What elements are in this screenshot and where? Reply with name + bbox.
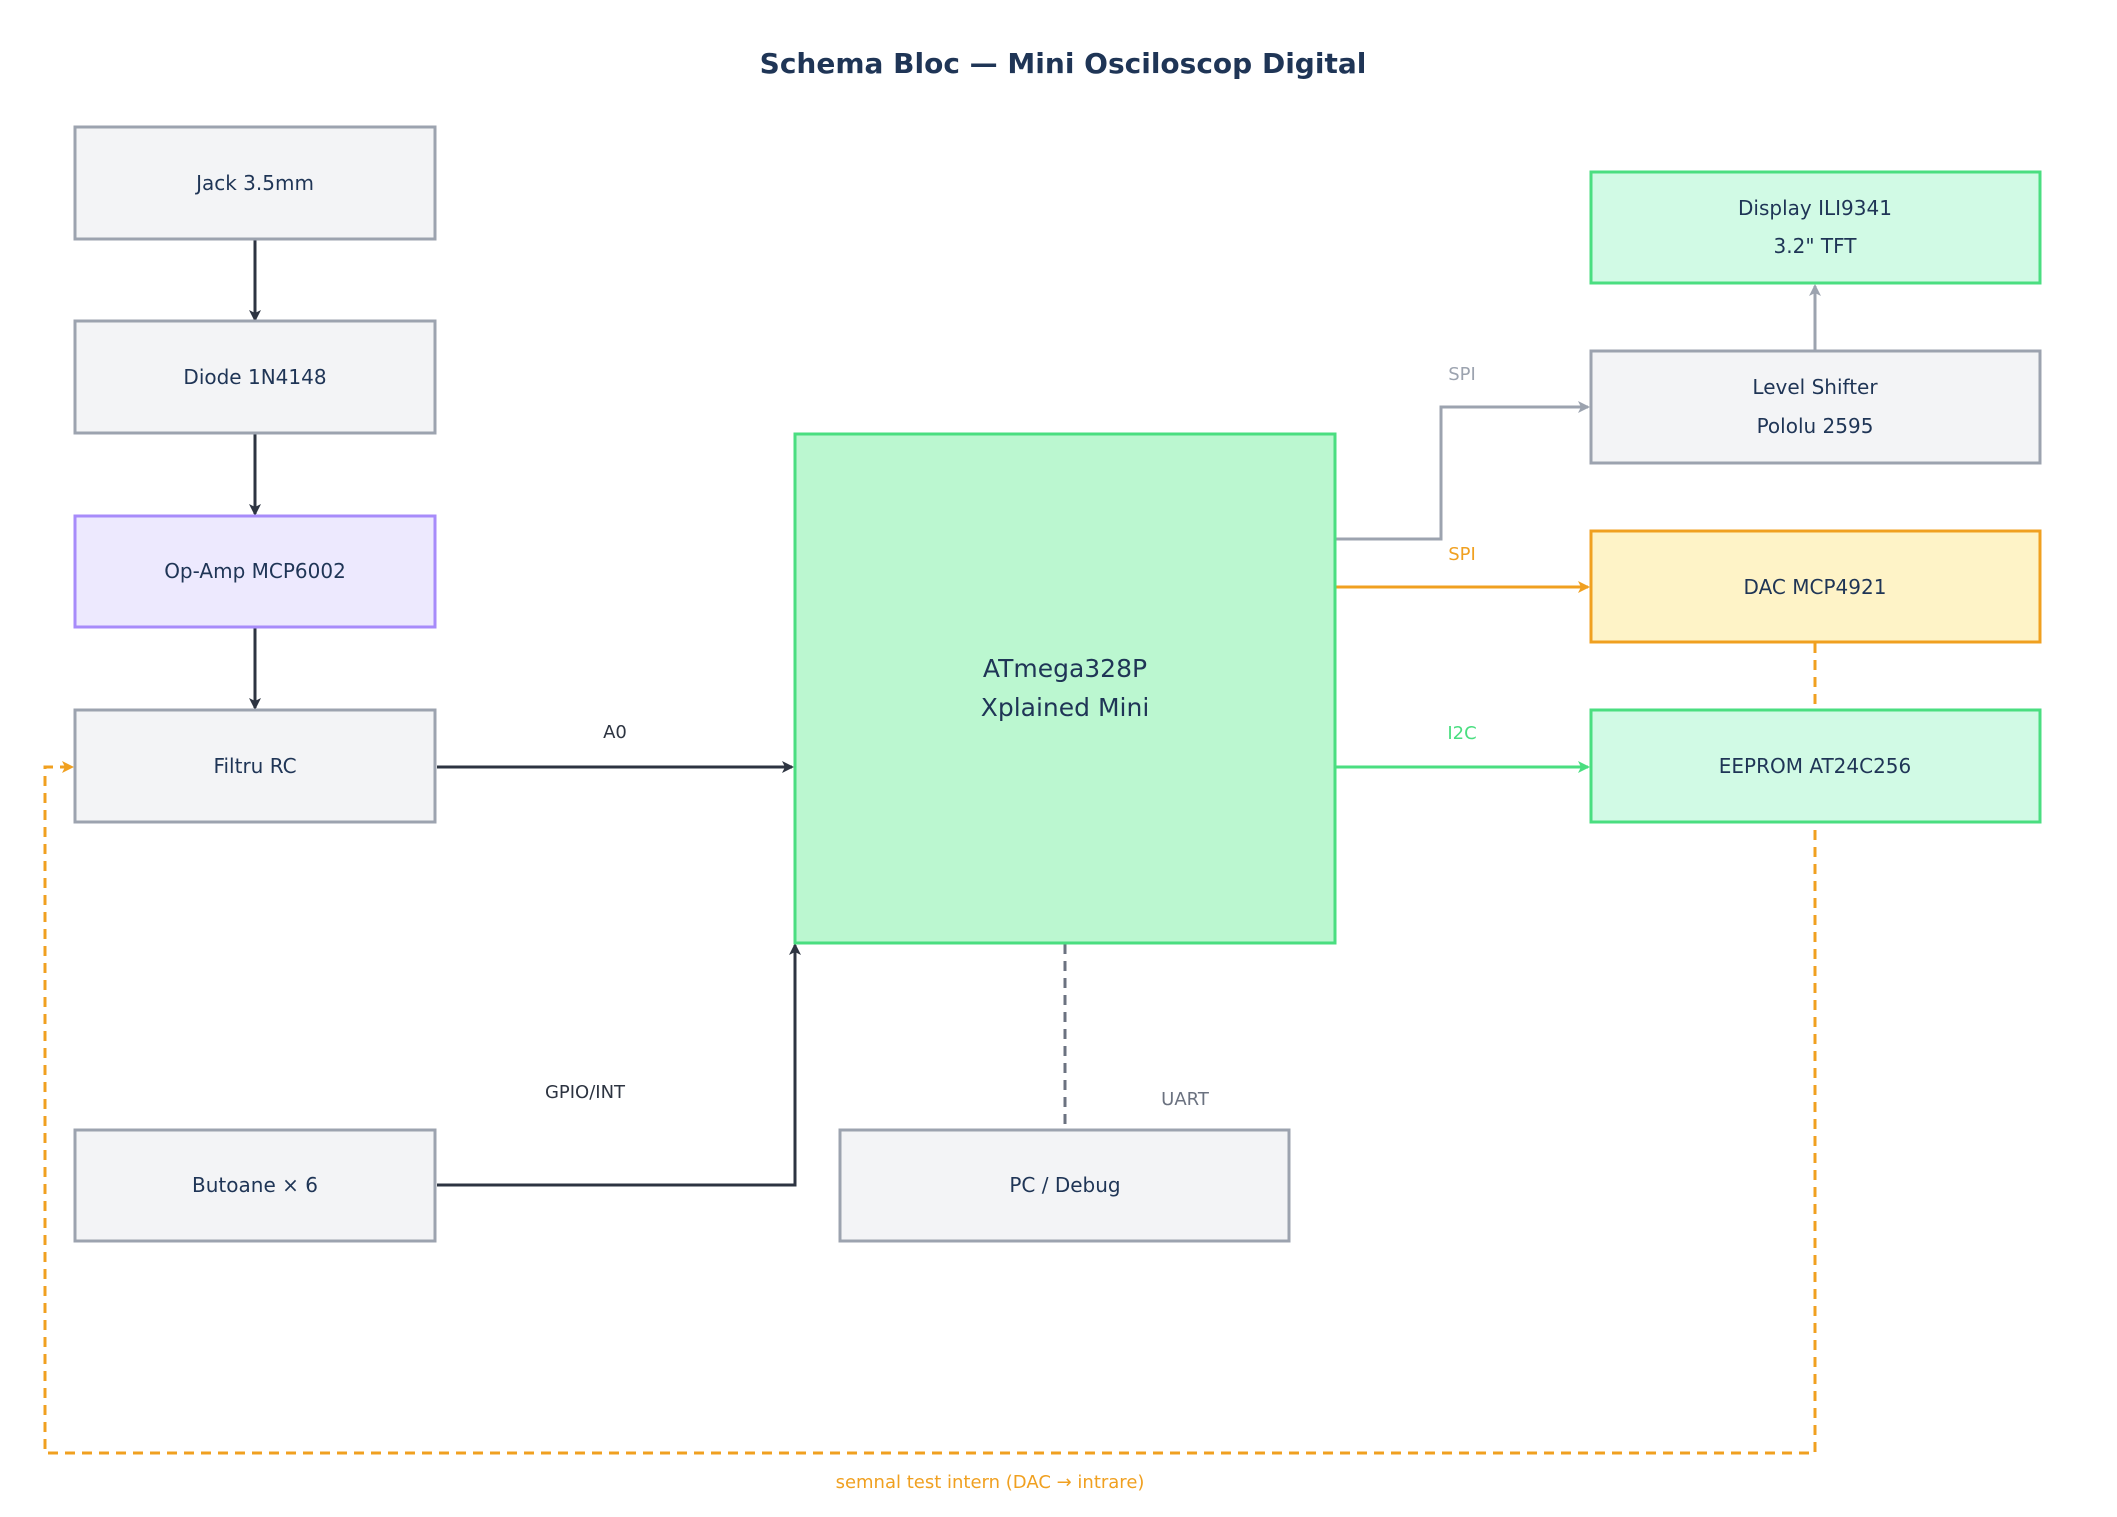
- block-level-shifter-line1: Level Shifter: [1752, 375, 1878, 399]
- block-opamp: Op-Amp MCP6002: [73, 514, 437, 629]
- block-dac: DAC MCP4921: [1589, 529, 2042, 644]
- block-buttons-label: Butoane × 6: [192, 1173, 318, 1197]
- block-mcu-line1: ATmega328P: [983, 654, 1147, 683]
- block-mcu-line2: Xplained Mini: [981, 693, 1150, 722]
- edge-label-uart: UART: [1161, 1089, 1210, 1110]
- block-level-shifter: Level Shifter Pololu 2595: [1589, 349, 2042, 465]
- edge-label-i2c: I2C: [1447, 723, 1476, 744]
- block-dac-label: DAC MCP4921: [1744, 575, 1887, 599]
- edge-label-feedback: semnal test intern (DAC → intrare): [836, 1472, 1145, 1493]
- block-jack-label: Jack 3.5mm: [194, 171, 314, 195]
- edge-mcu-level-shifter: [1336, 401, 1590, 541]
- block-diode: Diode 1N4148: [73, 319, 437, 435]
- block-display: Display ILI9341 3.2" TFT: [1589, 170, 2042, 285]
- block-filter-label: Filtru RC: [213, 754, 296, 778]
- block-level-shifter-line2: Pololu 2595: [1757, 414, 1874, 438]
- block-pc-label: PC / Debug: [1009, 1173, 1120, 1197]
- block-display-line2: 3.2" TFT: [1774, 234, 1858, 258]
- edge-label-gpio: GPIO/INT: [545, 1082, 626, 1103]
- diagram-title: Schema Bloc — Mini Osciloscop Digital: [760, 47, 1367, 80]
- block-eeprom: EEPROM AT24C256: [1589, 708, 2042, 824]
- block-opamp-label: Op-Amp MCP6002: [164, 559, 346, 583]
- block-mcu: ATmega328P Xplained Mini: [793, 432, 1337, 945]
- edge-label-a0: A0: [603, 722, 627, 743]
- block-display-line1: Display ILI9341: [1738, 196, 1892, 220]
- edge-label-spi-dac: SPI: [1448, 544, 1476, 565]
- block-buttons: Butoane × 6: [73, 1128, 437, 1243]
- block-pc: PC / Debug: [838, 1128, 1291, 1243]
- edge-label-spi-level: SPI: [1448, 364, 1476, 385]
- block-diode-label: Diode 1N4148: [183, 365, 326, 389]
- block-eeprom-label: EEPROM AT24C256: [1719, 754, 1912, 778]
- block-filter: Filtru RC: [73, 708, 437, 824]
- block-jack: Jack 3.5mm: [73, 125, 437, 241]
- edge-buttons-mcu: [437, 943, 801, 1187]
